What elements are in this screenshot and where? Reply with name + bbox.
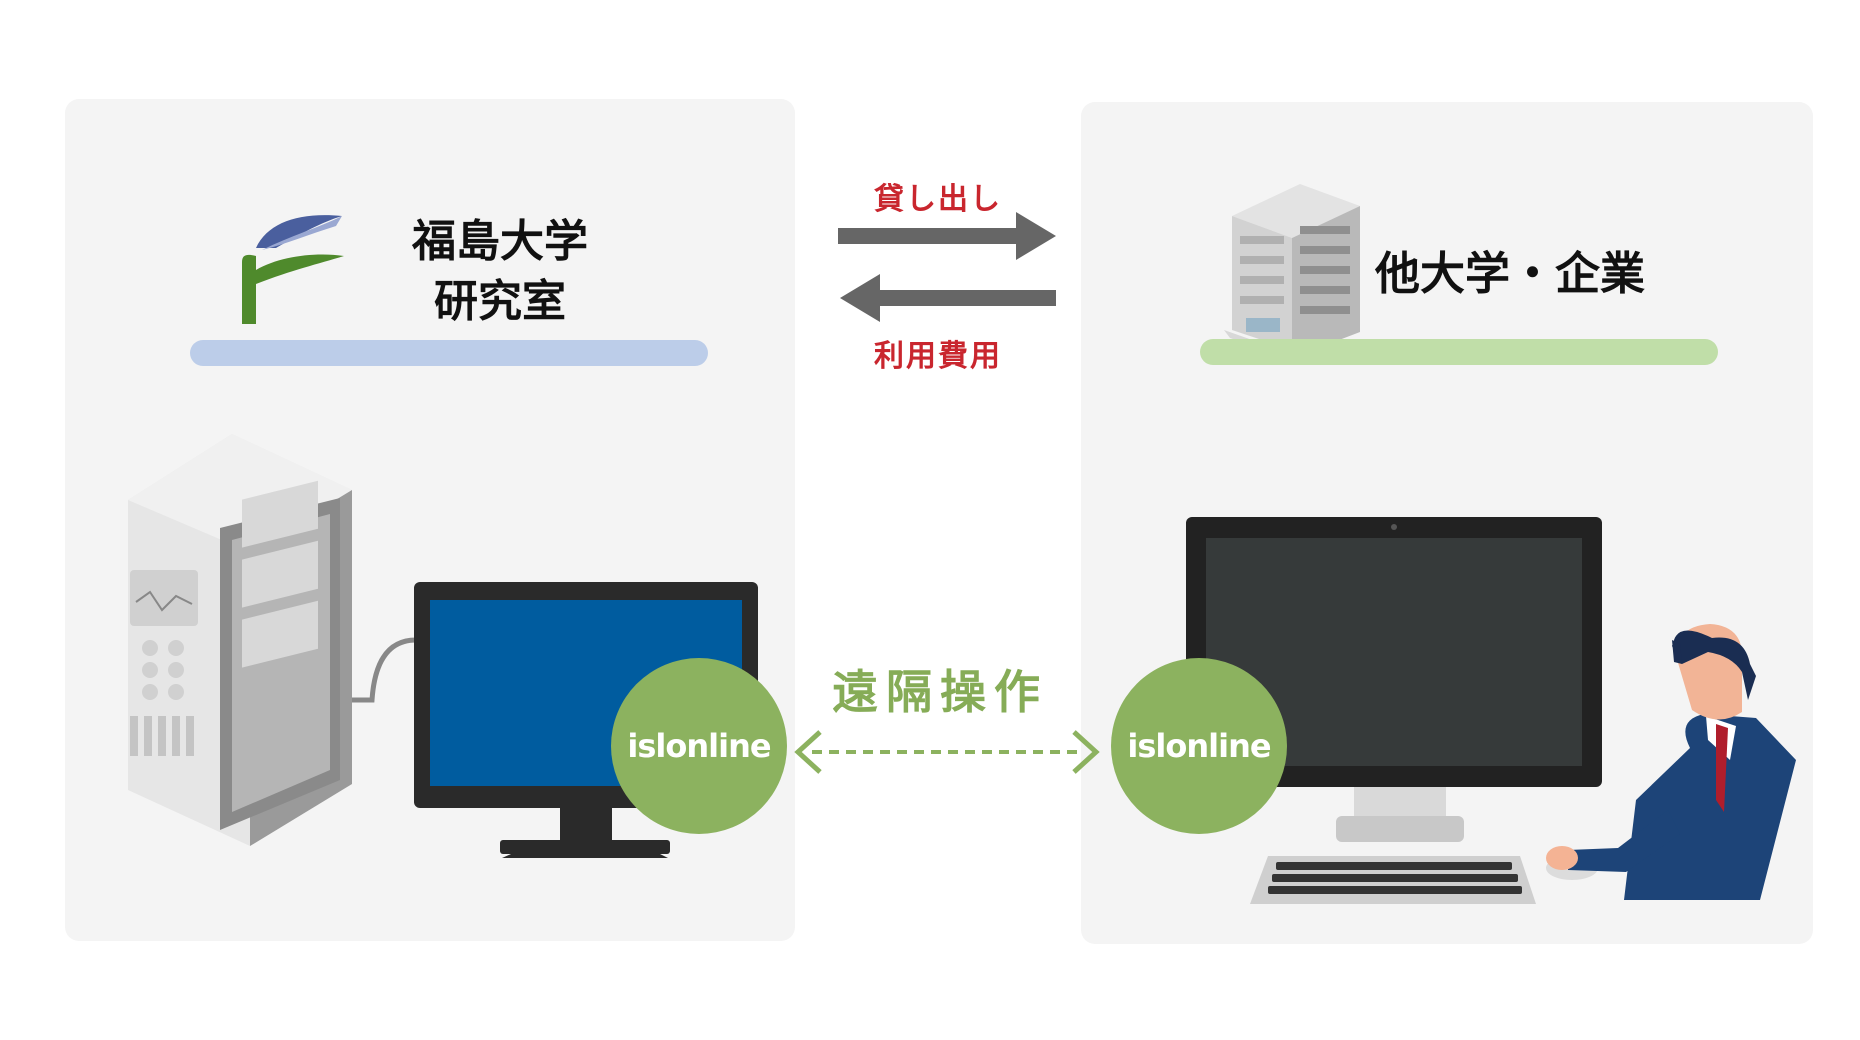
lab-title-underline (190, 340, 708, 366)
client-title-underline (1200, 339, 1718, 365)
keyboard-icon (1250, 856, 1536, 904)
fee-label: 利用費用 (828, 331, 1048, 375)
lab-title: 福島大学 研究室 (380, 212, 620, 332)
client-title: 他大学・企業 (1375, 246, 1645, 302)
lab-instrument-icon (128, 434, 352, 846)
arrow-right-icon (838, 212, 1056, 260)
lab-title-line2: 研究室 (380, 272, 620, 332)
islonline-badge-left-text: islonline (627, 727, 770, 765)
islonline-badge-right-text: islonline (1127, 727, 1270, 765)
lend-label: 貸し出し (828, 174, 1048, 218)
double-arrow-dashed-icon (798, 732, 1096, 772)
remote-control-label: 遠隔操作 (820, 656, 1060, 722)
office-building-icon (1224, 184, 1360, 362)
arrow-left-icon (840, 274, 1056, 322)
university-logo-icon (242, 215, 344, 324)
islonline-badge-right: islonline (1111, 658, 1287, 834)
islonline-badge-left: islonline (611, 658, 787, 834)
lab-title-line1: 福島大学 (380, 212, 620, 272)
cable-icon (352, 640, 416, 700)
